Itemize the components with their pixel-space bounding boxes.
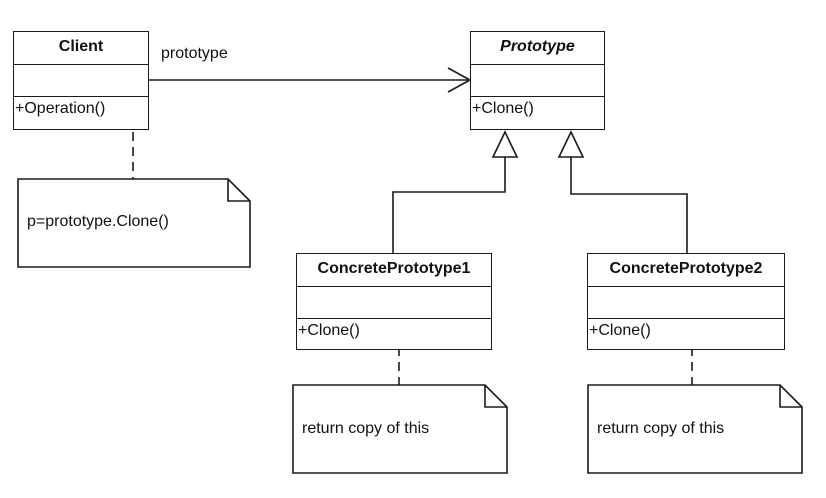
class-concrete-prototype-2[interactable]: ConcretePrototype2 +Clone() [587,253,785,350]
generalization-line-1 [392,157,506,253]
class-operation: +Clone() [298,322,360,339]
class-attributes [471,65,604,97]
class-operation: +Operation() [15,100,106,117]
note-client [17,178,251,268]
class-attributes [588,287,784,319]
class-name: ConcretePrototype2 [588,254,784,287]
class-attributes [297,287,491,319]
class-operation: +Clone() [472,100,534,117]
inheritance-triangle-1 [491,130,519,158]
class-name: ConcretePrototype1 [297,254,491,287]
note-concrete2 [587,384,803,474]
generalization-line-2 [570,157,688,253]
association-label: prototype [161,45,228,62]
class-attributes [14,65,148,97]
class-name: Prototype [471,32,604,65]
note-concrete2-text: return copy of this [597,420,725,437]
class-name: Client [14,32,148,65]
class-operation: +Clone() [589,322,651,339]
class-prototype[interactable]: Prototype +Clone() [470,31,605,130]
note-client-text: p=prototype.Clone() [27,213,169,230]
class-client[interactable]: Client +Operation() [13,31,149,130]
class-concrete-prototype-1[interactable]: ConcretePrototype1 +Clone() [296,253,492,350]
note-concrete1-text: return copy of this [302,420,430,437]
note-concrete1 [292,384,508,474]
inheritance-triangle-2 [557,130,585,158]
